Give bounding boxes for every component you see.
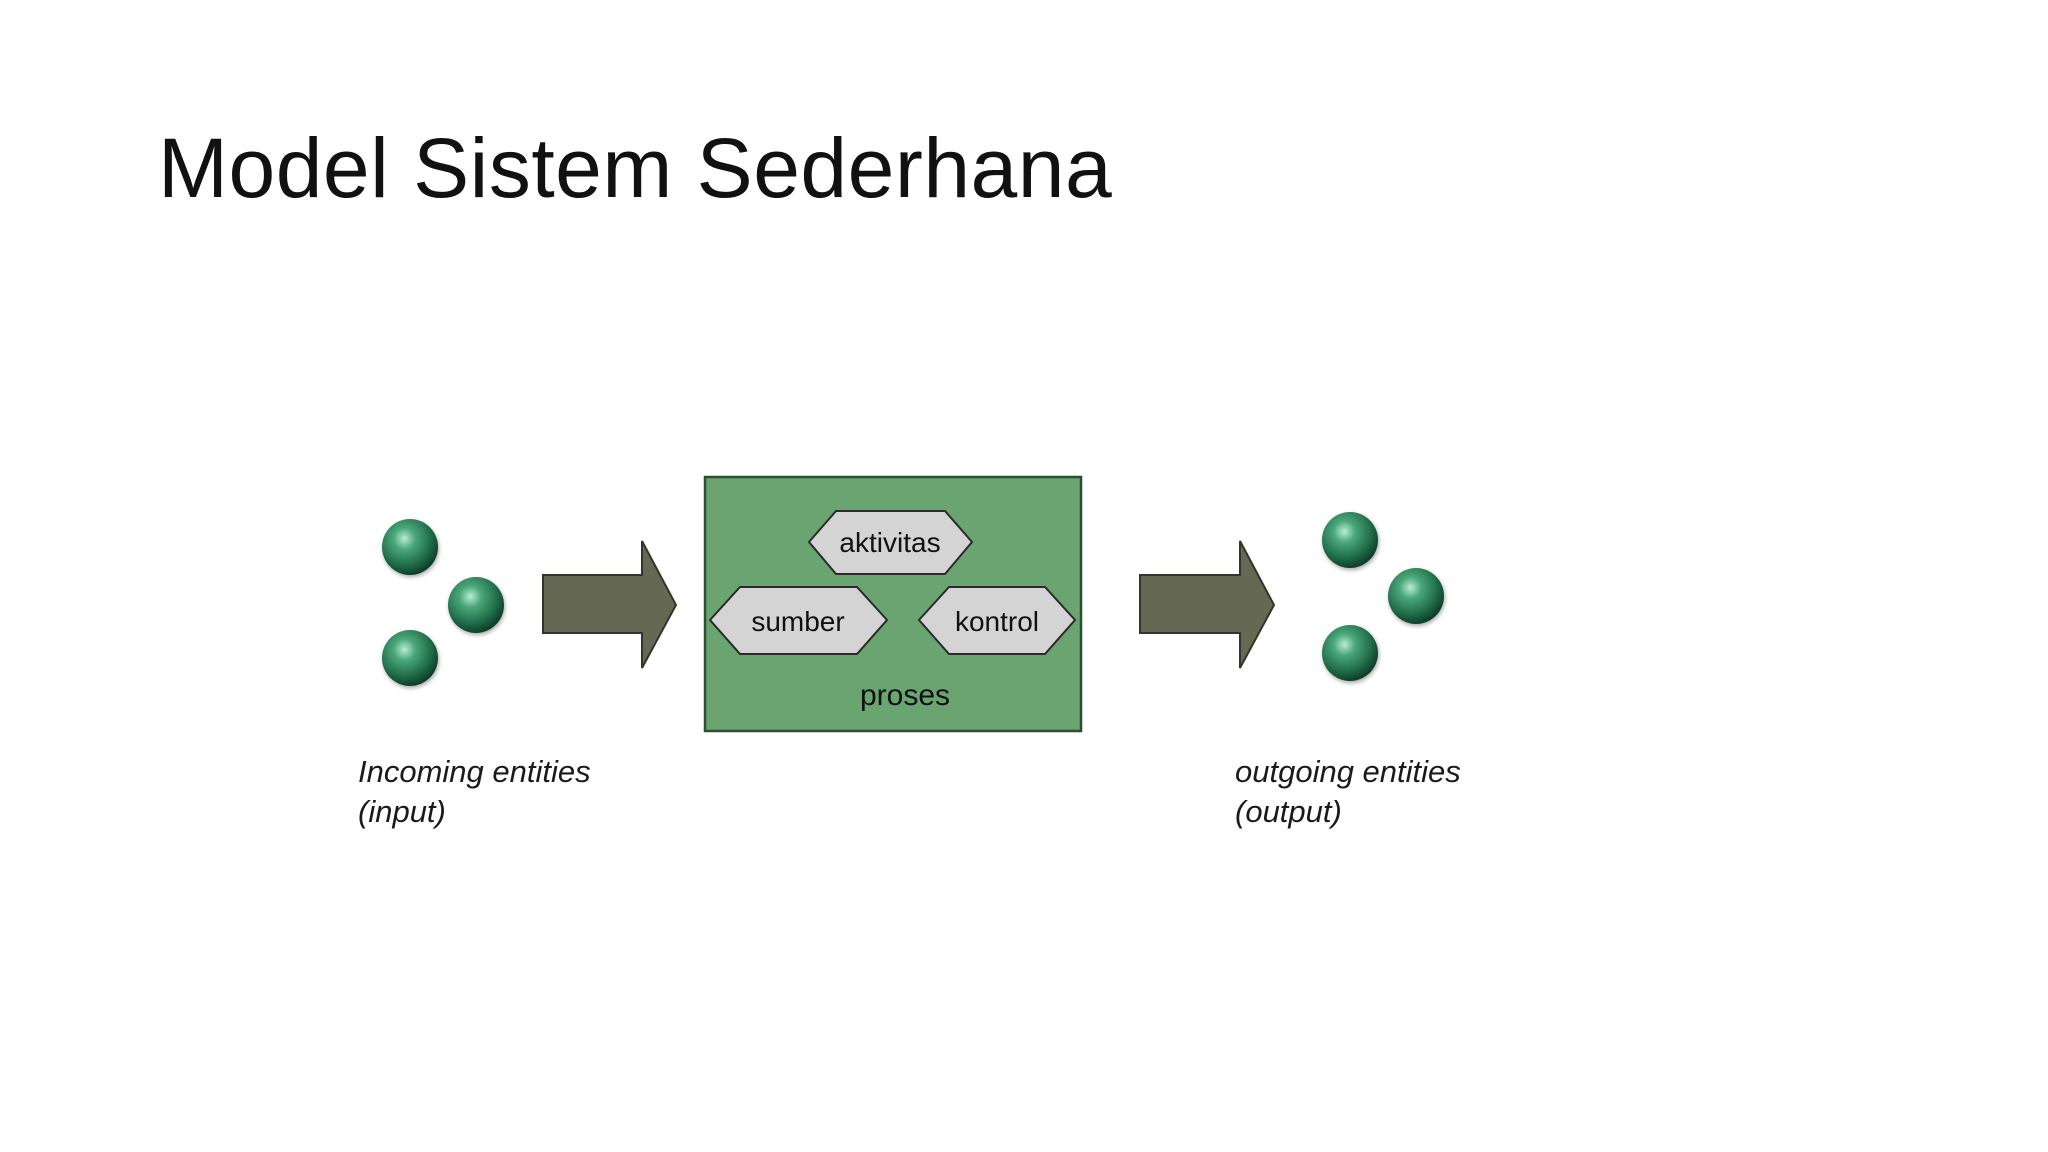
output-entities-label-line2: (output) <box>1235 794 1342 829</box>
output-entities <box>1322 512 1444 681</box>
hexagon-aktivitas: aktivitas <box>807 510 974 575</box>
hexagon-kontrol-shape <box>917 586 1077 655</box>
hexagon-kontrol: kontrol <box>917 586 1077 655</box>
input-entities-label-line2: (input) <box>358 794 446 829</box>
hexagon-sumber-shape <box>708 586 889 655</box>
output-entity-sphere <box>1388 568 1444 624</box>
output-arrow <box>1139 540 1276 669</box>
input-entities <box>382 519 504 686</box>
input-entities-label-line1: Incoming entities <box>358 754 591 789</box>
input-entity-sphere <box>382 630 438 686</box>
input-arrow <box>542 540 678 669</box>
slide-title: Model Sistem Sederhana <box>158 121 1113 215</box>
output-entity-sphere <box>1322 625 1378 681</box>
process-box: aktivitas sumber kontrol proses <box>703 475 1083 733</box>
hexagon-aktivitas-label: aktivitas <box>839 527 940 558</box>
hexagon-kontrol-label: kontrol <box>955 606 1039 637</box>
input-entity-sphere <box>448 577 504 633</box>
hexagon-sumber: sumber <box>708 586 889 655</box>
output-entity-sphere <box>1322 512 1378 568</box>
process-label: proses <box>860 679 950 712</box>
input-entity-sphere <box>382 519 438 575</box>
hexagon-aktivitas-shape <box>807 510 974 575</box>
hexagon-sumber-label: sumber <box>751 606 844 637</box>
output-entities-label-line1: outgoing entities <box>1235 754 1461 789</box>
